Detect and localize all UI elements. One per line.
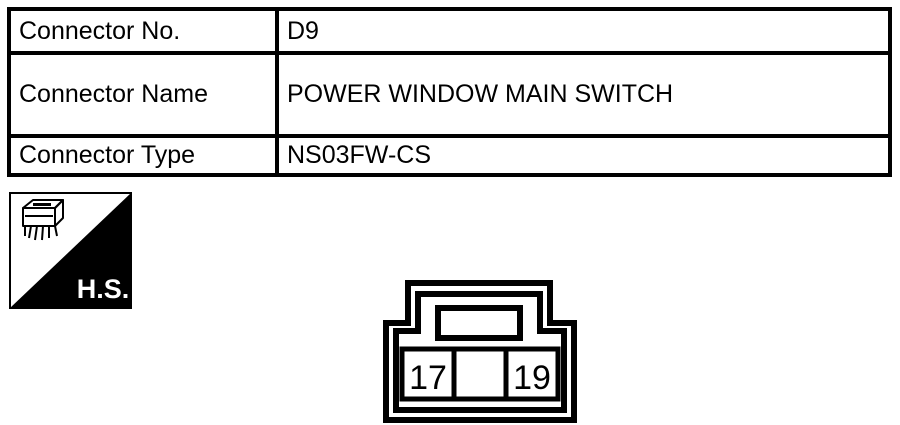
lock-slot [435, 305, 523, 341]
terminal-cavity-empty [451, 346, 509, 402]
connector-name-label: Connector Name [7, 51, 279, 138]
connector-no-label: Connector No. [7, 6, 279, 56]
connector-pictogram-icon [22, 199, 64, 241]
table-row-connector-type: Connector Type NS03FW-CS [7, 133, 892, 178]
connector-type-label: Connector Type [7, 133, 279, 178]
connector-no-value: D9 [275, 6, 892, 56]
terminal-cavity [399, 346, 457, 402]
terminal-label: 17 [409, 359, 447, 397]
harness-side-icon: H.S. [9, 192, 132, 309]
terminal-cavity [503, 346, 561, 402]
table-row-connector-name: Connector Name POWER WINDOW MAIN SWITCH [7, 51, 892, 138]
connector-name-value: POWER WINDOW MAIN SWITCH [275, 51, 892, 138]
connector-face-diagram: 17 19 [383, 280, 577, 423]
terminal-label: 19 [513, 359, 551, 397]
table-row-connector-no: Connector No. D9 [7, 6, 892, 56]
hs-label: H.S. [77, 274, 130, 304]
connector-info-table: Connector No. D9 Connector Name POWER WI… [7, 6, 892, 178]
connector-type-value: NS03FW-CS [275, 133, 892, 178]
